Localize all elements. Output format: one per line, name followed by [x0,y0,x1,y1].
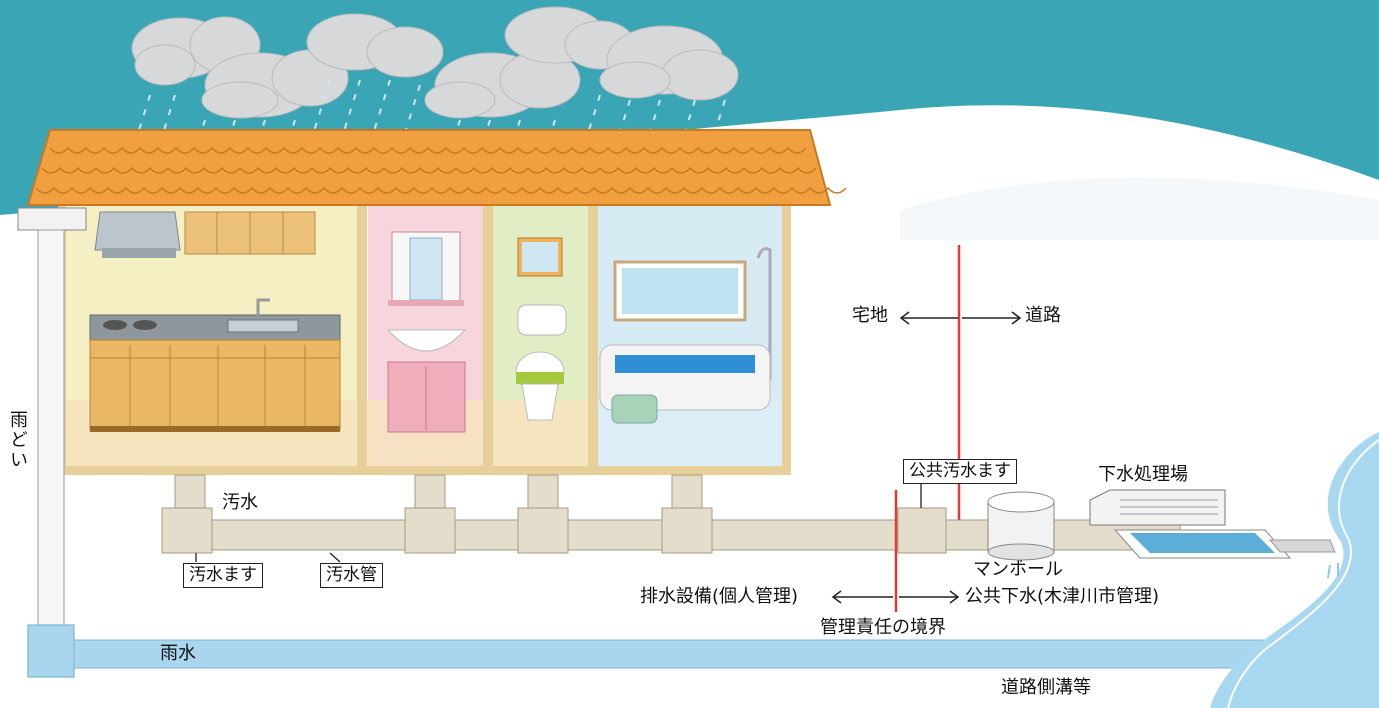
manhole-icon [987,491,1055,561]
cloud-icon [599,25,739,101]
toilet-icon [515,237,567,421]
douro-label: 道路 [1025,305,1061,326]
arrows [831,311,1022,604]
sewage-pipe-label: 汚水管 [320,563,383,588]
clouds [131,6,739,119]
roof [26,129,847,206]
roadside-ditch-label: 道路側溝等 [1001,677,1091,698]
rain-gutter-pipe [17,207,87,678]
public-sewer-label: 公共下水(木津川市管理) [965,586,1160,607]
cloud-icon [424,51,581,119]
rain-gutter-label: 雨どい [7,410,28,470]
rainwater-label: 雨水 [160,643,196,664]
sewage-label: 汚水 [222,492,258,513]
cloud-icon [131,16,261,86]
treatment-plant-icon [1089,489,1336,559]
washbasin-icon [386,231,467,433]
kitchen-icon [89,211,341,432]
sewage-basin-label: 汚水ます [183,563,263,588]
treatment-plant-label: 下水処理場 [1098,464,1188,485]
river [1210,432,1379,708]
public-sewage-basin-box [897,507,947,554]
manhole-label: マンホール [973,559,1063,580]
river-edge [1227,439,1379,708]
leader-lines [195,483,1022,563]
rainwater-pipe [73,639,1275,669]
responsibility-boundary-label: 管理責任の境界 [820,617,946,638]
private-drainage-label: 排水設備(個人管理) [640,586,799,607]
cloud-icon [201,49,349,119]
cloud-icon [306,13,444,78]
public-sewage-basin-label: 公共汚水ます [903,459,1017,484]
takuchi-label: 宅地 [852,305,888,326]
bathtub-icon [599,247,772,424]
hill-shade [900,177,1379,240]
